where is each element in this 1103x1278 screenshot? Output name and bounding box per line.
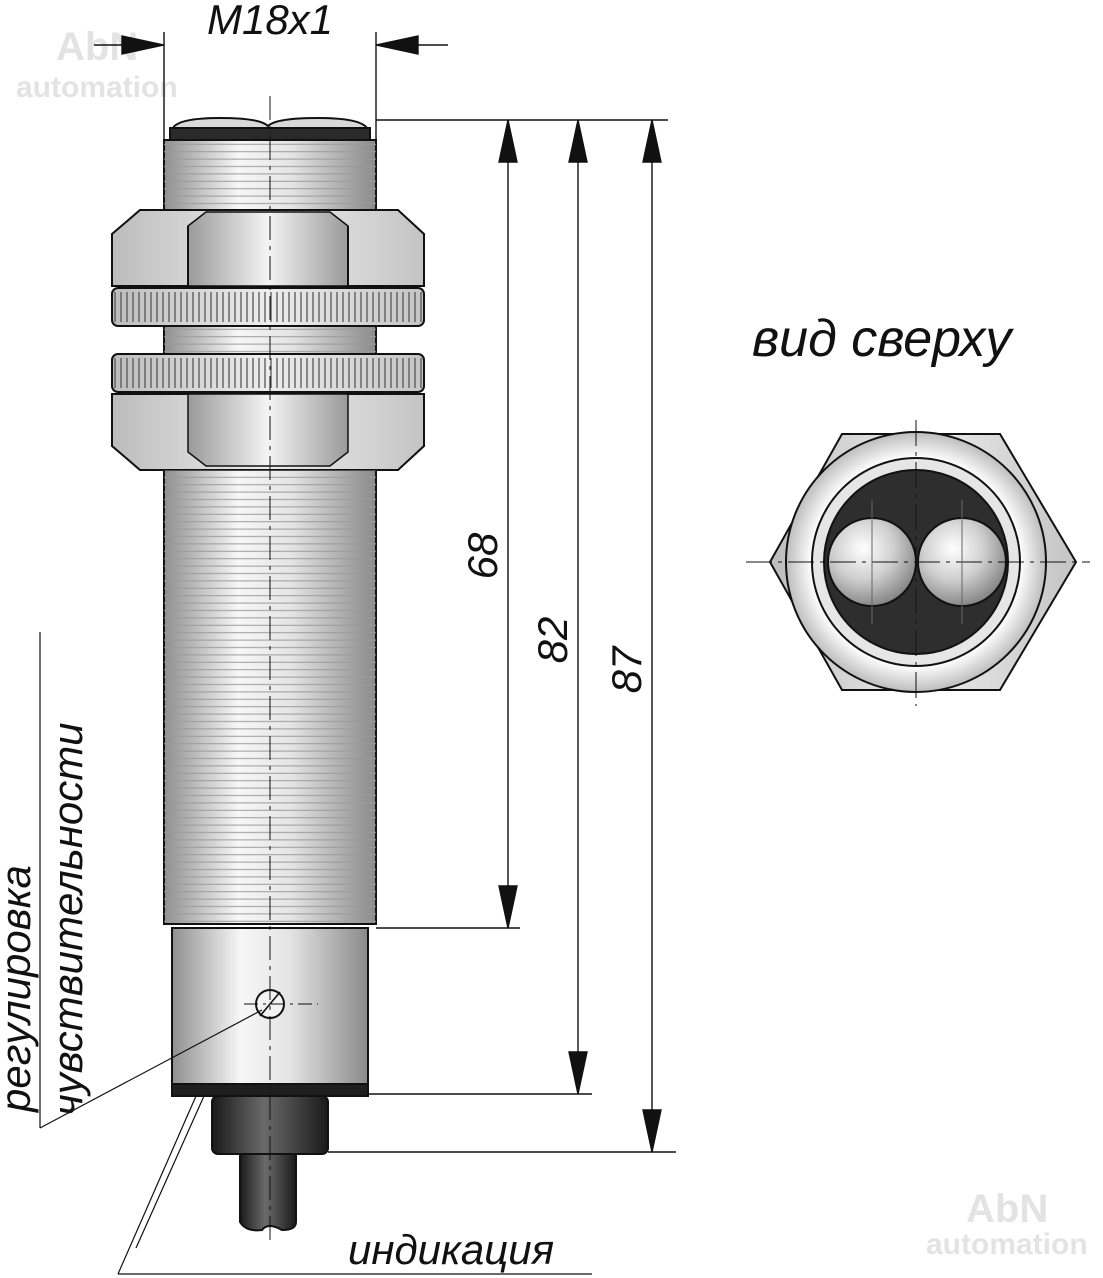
dimension-lines — [94, 32, 676, 1153]
svg-text:automation: automation — [16, 71, 178, 104]
svg-text:automation: automation — [926, 1228, 1088, 1261]
watermark-bottom-right: AbN automation — [926, 1187, 1088, 1261]
dimension-82: 82 — [529, 617, 576, 664]
sensitivity-label-line2: чувствительности — [44, 722, 91, 1116]
cable — [239, 1153, 297, 1232]
svg-text:AbN: AbN — [966, 1187, 1048, 1231]
leader-lines — [39, 632, 592, 1275]
top-view-centerlines — [746, 420, 1090, 706]
watermark-top-left: AbN automation — [16, 25, 178, 104]
top-view-title: вид сверху — [752, 310, 1014, 368]
indication-label: индикация — [348, 1226, 554, 1273]
dimension-87: 87 — [603, 645, 650, 693]
sensor-side-view — [111, 116, 425, 1232]
dimension-68: 68 — [459, 532, 506, 579]
thread-label: M18x1 — [207, 0, 333, 43]
sensitivity-label-line1: регулировка — [0, 865, 39, 1114]
